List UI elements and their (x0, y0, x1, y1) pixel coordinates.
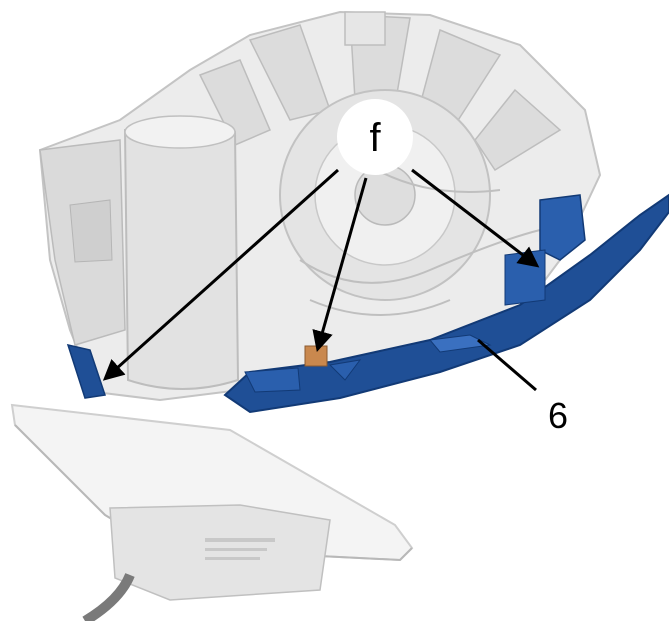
f-label-bubble (337, 99, 413, 175)
arrow-to-right-clip (411, 168, 540, 268)
arrow-to-left-clip (102, 168, 340, 381)
callout-part-number: 6 (548, 395, 568, 436)
blue-trim-strip (66, 193, 669, 414)
callout-arrows (102, 168, 540, 392)
arrow-to-center-clip (312, 177, 368, 353)
callout-f-label: f (369, 116, 381, 160)
leader-part-6 (477, 338, 537, 392)
clip-marker (304, 345, 328, 367)
mirror-glass-plate (10, 403, 414, 621)
